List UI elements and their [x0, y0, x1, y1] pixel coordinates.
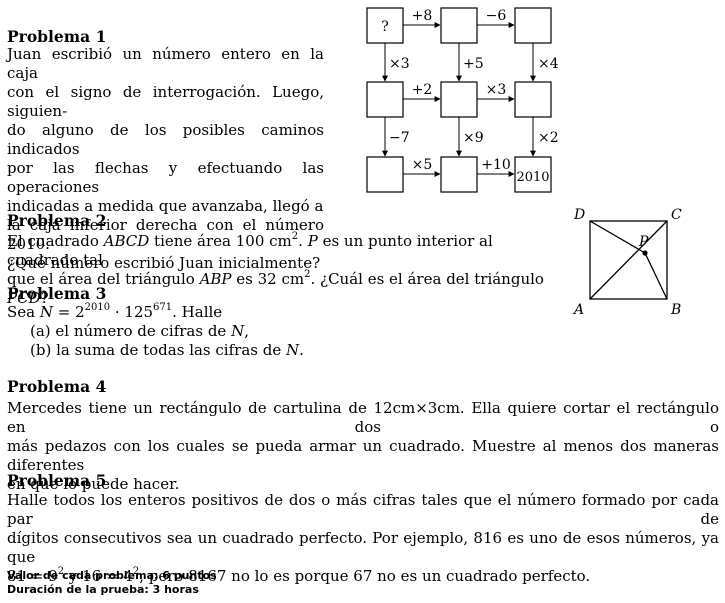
text-line: la caja inferior derecha con el número 2…: [7, 216, 324, 253]
problem-2-title: Problema 2: [7, 211, 107, 230]
operations-grid-diagram: ? 2010 +8 −6 +2 ×3 ×5 +10 ×3 +5 ×4 −7 ×9…: [366, 7, 559, 193]
grid-box: [366, 156, 404, 193]
op-label: −6: [486, 8, 507, 24]
op-label: +8: [412, 8, 433, 24]
problem-5: Problema 5: [7, 471, 106, 490]
op-label: ×2: [538, 130, 559, 146]
text-line: Halle todos los enteros positivos de dos…: [7, 491, 719, 528]
op-label: +5: [463, 56, 484, 72]
problem-1: Problema 1: [7, 27, 106, 46]
problem-1-text: Juan escribió un número entero en la caj…: [7, 45, 324, 273]
text-line: más pedazos con los cuales se pueda arma…: [7, 437, 719, 474]
grid-box: [514, 81, 552, 118]
label-a: A: [572, 302, 584, 318]
problem-2: Problema 2: [7, 211, 106, 230]
label-p: P: [638, 234, 649, 250]
end-box: [514, 156, 552, 193]
text-line: por las flechas y efectuando las operaci…: [7, 159, 324, 196]
grid-box: [440, 7, 478, 44]
segment-pb: [644, 252, 668, 300]
grid-box: [514, 7, 552, 44]
text-line: con el signo de interrogación. Luego, si…: [7, 83, 324, 120]
exam-footer: Valor de cada problema: 6 puntos Duració…: [7, 569, 217, 597]
op-label: ×4: [538, 56, 559, 72]
text-line: Mercedes tiene un rectángulo de cartulin…: [7, 399, 719, 436]
segment-dp: [589, 220, 646, 254]
grid-box: [440, 156, 478, 193]
text-line: El cuadrado ABCD tiene área 100 cm2. P e…: [7, 231, 493, 270]
grid-box: [366, 81, 404, 118]
text-line: do alguno de los posibles caminos indica…: [7, 121, 324, 158]
op-label: +10: [481, 157, 511, 173]
list-item: (b) la suma de todas las cifras de N.: [30, 341, 304, 359]
square-figure: D C P A B: [572, 207, 682, 318]
op-label: ×3: [486, 82, 507, 98]
point-p: [642, 250, 648, 256]
op-label: −7: [389, 130, 410, 146]
points-info: Valor de cada problema: 6 puntos: [7, 569, 217, 582]
problem-5-title: Problema 5: [7, 471, 107, 490]
problem-5-text: Halle todos los enteros positivos de dos…: [7, 491, 719, 586]
problem-4: Problema 4: [7, 377, 106, 396]
problem-4-title: Problema 4: [7, 377, 107, 396]
op-label: +2: [412, 82, 433, 98]
label-c: C: [671, 207, 682, 223]
start-box-label: ?: [381, 19, 389, 35]
problem-3-title: Problema 3: [7, 284, 107, 303]
text-line: 81 = 92 y 16 = 42, pero 8167 no lo es po…: [7, 566, 591, 586]
list-item: (a) el número de cifras de N,: [30, 322, 249, 340]
text-line: dígitos consecutivos sea un cuadrado per…: [7, 529, 719, 566]
op-label: ×3: [389, 56, 410, 72]
text-line: Sea N = 22010 · 125671. Halle: [7, 302, 223, 322]
grid-box: [440, 81, 478, 118]
text-line: Juan escribió un número entero en la caj…: [7, 45, 324, 82]
text-line: ¿Qué número escribió Juan inicialmente?: [7, 254, 321, 272]
op-label: ×5: [412, 157, 433, 173]
label-d: D: [573, 207, 585, 223]
text-line: indicadas a medida que avanzaba, llegó a: [7, 197, 324, 215]
problem-4-text: Mercedes tiene un rectángulo de cartulin…: [7, 399, 719, 494]
end-box-label: 2010: [516, 170, 549, 185]
text-line: que el área del triángulo ABP es 32 cm2.…: [7, 269, 544, 308]
problem-1-title: Problema 1: [7, 27, 107, 46]
duration-info: Duración de la prueba: 3 horas: [7, 583, 199, 596]
problem-2-text: El cuadrado ABCD tiene área 100 cm2. P e…: [7, 232, 567, 308]
problem-3: Problema 3: [7, 284, 106, 303]
op-label: ×9: [463, 130, 484, 146]
square-abcd: [589, 220, 668, 300]
problem-3-text: Sea N = 22010 · 125671. Halle (a) el núm…: [7, 303, 507, 360]
diagonal-ac: [589, 220, 668, 300]
label-b: B: [670, 302, 681, 318]
text-line: en que lo puede hacer.: [7, 475, 180, 493]
